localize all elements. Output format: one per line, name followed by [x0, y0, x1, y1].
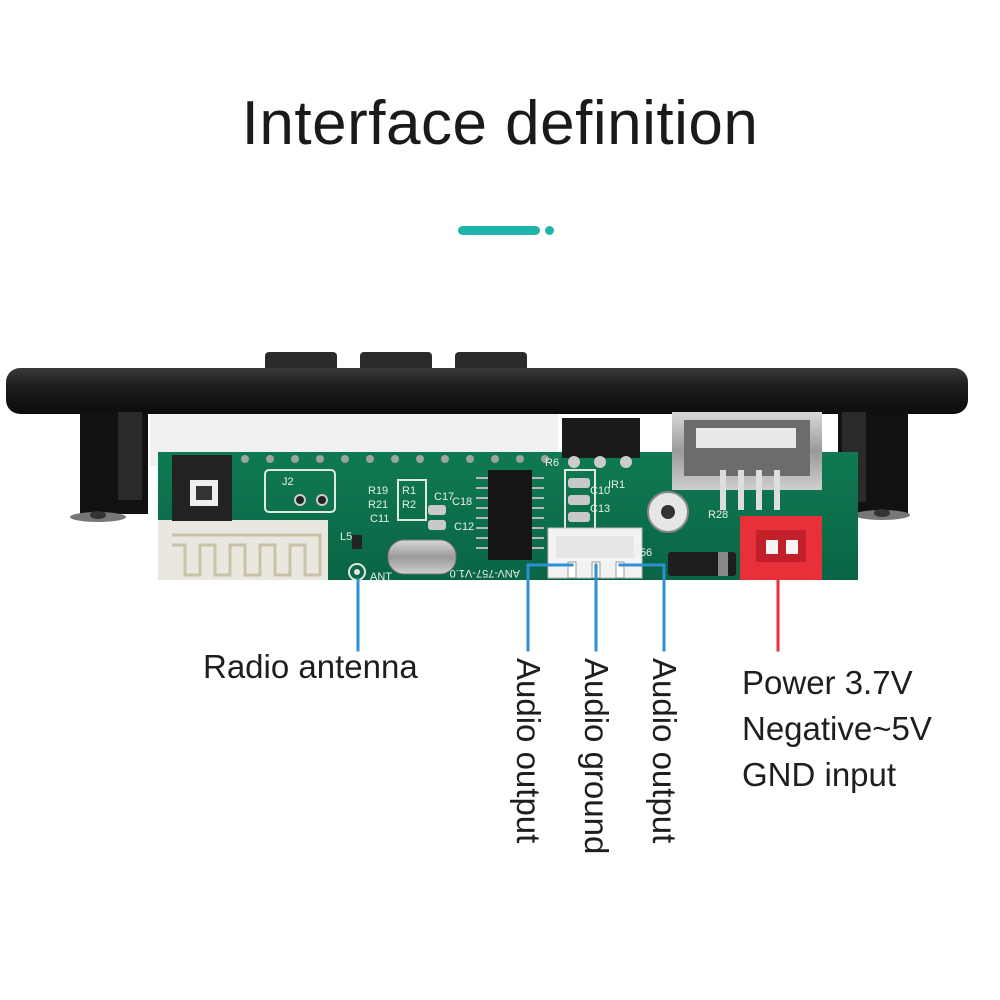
svg-text:C18: C18: [452, 496, 472, 508]
svg-text:R28: R28: [708, 509, 728, 521]
usb-port: [672, 412, 822, 510]
svg-text:ANT: ANT: [370, 571, 392, 583]
svg-text:C12: C12: [454, 521, 474, 533]
audio-output-right-pointer: [618, 563, 666, 652]
power-label-block: Power 3.7V Negative~5V GND input: [742, 660, 932, 798]
svg-text:R2: R2: [402, 499, 416, 511]
ic-chip: [488, 470, 532, 560]
pointer-lines: [356, 563, 780, 652]
audio-ground-label: Audio ground: [578, 658, 615, 855]
page-title: Interface definition: [241, 89, 759, 158]
ir-receiver: [562, 418, 640, 468]
title-underline: [458, 226, 540, 235]
crystal-oscillator: [387, 539, 457, 575]
audio-output-right-label: Audio output: [646, 658, 683, 844]
svg-text:R21: R21: [368, 499, 388, 511]
power-label-line-1: Power 3.7V: [742, 664, 913, 701]
svg-text:J2: J2: [282, 476, 294, 488]
svg-text:IR1: IR1: [608, 479, 625, 491]
pcb-model-text: ANV-757-V1.0: [450, 567, 520, 579]
header-pins: [241, 455, 549, 463]
bluetooth-antenna-trace: [172, 533, 322, 577]
svg-text:C56: C56: [632, 547, 652, 559]
audio-output-left-pointer: [526, 563, 574, 652]
panel-buttons: [265, 352, 527, 372]
svg-text:R19: R19: [368, 485, 388, 497]
power-label-line-3: GND input: [742, 756, 897, 793]
power-label-line-2: Negative~5V: [742, 710, 932, 747]
svg-text:R6: R6: [545, 457, 559, 469]
svg-text:C13: C13: [590, 503, 610, 515]
title-underline-dot: [545, 226, 554, 235]
front-panel: [6, 368, 968, 414]
svg-text:C11: C11: [370, 513, 389, 525]
audio-output-left-label: Audio output: [510, 658, 547, 844]
mounting-legs: [70, 410, 910, 522]
svg-text:R1: R1: [402, 485, 416, 497]
svg-text:C17: C17: [434, 491, 454, 503]
svg-text:L5: L5: [340, 531, 352, 543]
svg-text:C10: C10: [590, 485, 610, 497]
radio-antenna-label: Radio antenna: [203, 648, 418, 685]
